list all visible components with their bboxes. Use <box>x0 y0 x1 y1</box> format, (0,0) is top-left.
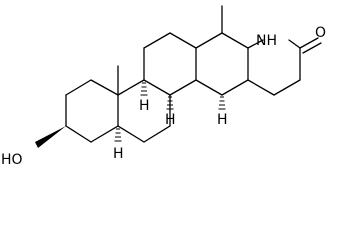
structural-formula-diagram: HO NH O H H H H <box>1 5 326 168</box>
carbonyl-oxygen-label: O <box>315 25 326 41</box>
ring-d-lactam <box>195 32 249 96</box>
hash-bond-c9-h <box>140 82 148 96</box>
hash-bond-c14-h <box>218 96 226 110</box>
ring-e-piperidinone <box>247 39 301 96</box>
hash-bond-c8-h <box>166 96 174 110</box>
ring-a <box>65 79 119 143</box>
hydrogen-c14-label: H <box>217 112 228 128</box>
hash-bond-c5-h <box>114 128 122 142</box>
nh-label: NH <box>256 33 277 49</box>
wedge-bond-c3-oh <box>35 126 66 148</box>
hydroxyl-label: HO <box>1 152 23 168</box>
hydrogen-c9-label: H <box>139 98 150 114</box>
ring-b <box>117 79 171 143</box>
ring-c <box>143 32 197 96</box>
hydrogen-c8-label: H <box>165 112 176 128</box>
hydrogen-c5-label: H <box>113 146 124 162</box>
carbonyl-double-bond <box>299 37 322 54</box>
